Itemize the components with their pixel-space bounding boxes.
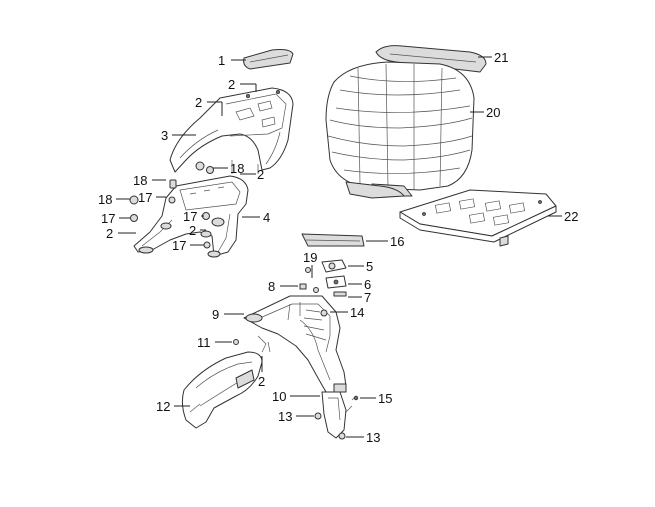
callout-18-c: 18 [98,192,112,207]
callout-17-d: 17 [172,238,186,253]
callout-17-b: 17 [101,211,115,226]
callout-17-c: 17 [183,209,197,224]
callout-18-a: 18 [230,161,244,176]
callout-21: 21 [494,50,508,65]
callout-17-a: 17 [138,190,152,205]
part-10-lower-bracket [314,391,359,440]
part-5-plate-light [299,259,347,297]
callout-5: 5 [366,259,373,274]
part-22-base-plate [399,189,557,247]
callout-2-c: 2 [257,167,264,182]
callout-1: 1 [218,53,225,68]
callout-labels: 1 2 2 3 18 2 18 17 18 17 2 17 4 2 17 21 … [98,50,578,445]
callout-20: 20 [486,105,500,120]
callout-19: 19 [303,250,317,265]
callout-6: 6 [364,277,371,292]
callout-2-a: 2 [228,77,235,92]
callout-12: 12 [156,399,170,414]
leader-lines [116,56,562,438]
part-3-rear-rack [169,87,294,173]
part-1-pad [243,49,294,70]
callout-4: 4 [263,210,270,225]
callout-16: 16 [390,234,404,249]
callout-11: 11 [197,335,211,350]
part-20-top-case [325,61,475,199]
callout-2-f: 2 [258,374,265,389]
callout-15: 15 [378,391,392,406]
callout-13-a: 13 [278,409,292,424]
fasteners-group-rack [129,160,259,249]
callout-13-b: 13 [366,430,380,445]
callout-10: 10 [272,389,286,404]
callout-9: 9 [212,307,219,322]
callout-2-b: 2 [195,95,202,110]
callout-7: 7 [364,290,371,305]
callout-2-d: 2 [106,226,113,241]
part-12-hugger [181,351,263,429]
part-9-rear-mudguard [243,295,347,393]
callout-2-e: 2 [189,223,196,238]
part-11-screw [233,335,271,353]
part-16-reflector [301,233,365,247]
callout-3: 3 [161,128,168,143]
callout-18-b: 18 [133,173,147,188]
callout-22: 22 [564,209,578,224]
callout-14: 14 [350,305,364,320]
callout-8: 8 [268,279,275,294]
part-4-frame-bracket [133,175,249,258]
